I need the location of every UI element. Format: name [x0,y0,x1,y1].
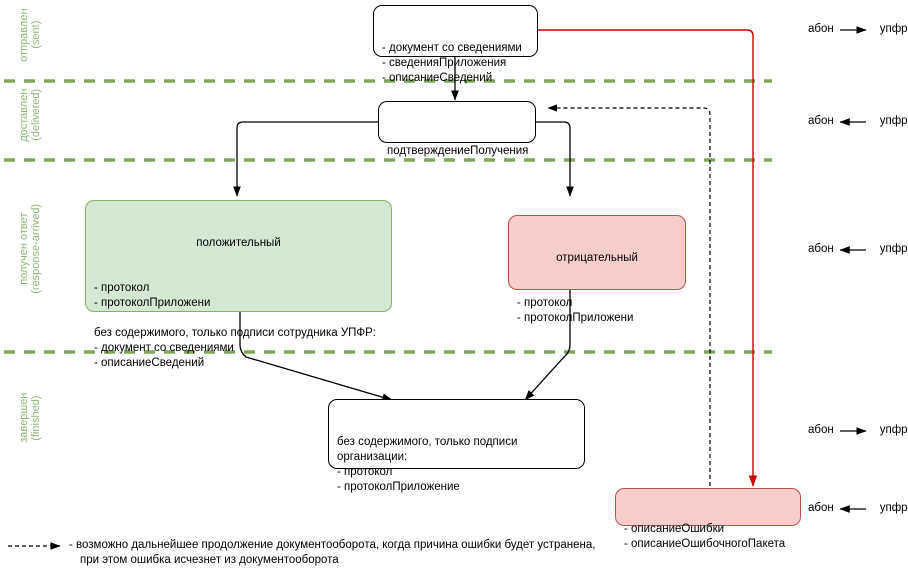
node-finished-protocol[interactable]: без содержимого, только подписи организа… [328,399,585,493]
node-positive[interactable]: положительный - протокол - протоколПрило… [85,200,392,369]
swimlane-label-finished-ru: завершен [18,392,30,443]
side-marker-response-right: упфр [879,243,908,255]
node-negative[interactable]: отрицательный - протокол - протоколПрило… [508,215,686,324]
edge-error-retry-dashed [547,104,711,493]
edge-positive-to-finished [239,312,393,401]
node-receipt-confirmation[interactable]: подтверждениеПолучения [378,101,536,157]
edge-confirmation-to-negative [536,121,574,197]
edge-sent-to-error-red [538,29,758,487]
side-marker-sent-left: абон [808,23,834,35]
arrow-right-icon [837,23,877,35]
side-marker-response: абон упфр [808,243,908,255]
arrow-left-icon [837,115,877,127]
swimlane-label-sent-ru: отправлен [18,8,30,62]
swimlane-label-finished: завершен (finished) [6,385,54,463]
node-receipt-confirmation-title: подтверждениеПолучения [387,145,529,157]
arrow-left-icon [837,243,877,255]
swimlane-label-delivered-en: (delivered) [30,88,42,141]
swimlane-label-delivered: доставлен (delivered) [6,88,54,154]
swimlane-label-finished-en: (finished) [30,395,42,441]
side-marker-arrows [839,26,867,513]
node-positive-lines: - протокол - протоколПриложени без содер… [94,282,376,369]
side-marker-delivered: абон упфр [808,115,908,127]
side-marker-delivered-right: упфр [879,115,908,127]
edge-negative-to-finished [524,290,571,401]
side-marker-finished: абон упфр [808,424,908,436]
node-negative-lines: - протокол - протоколПриложени [517,297,634,324]
swimlane-label-response-en: (response-arrived) [30,203,42,294]
node-sent-doc-lines: - документ со сведениями - сведенияПрило… [382,42,522,84]
swimlane-label-response-ru: получен ответ [18,212,30,285]
side-marker-finished-right: упфр [879,424,908,436]
arrow-right-icon [837,424,877,436]
node-error-lines: - описаниеОшибки - описаниеОшибочногоПак… [624,523,786,550]
side-marker-delivered-left: абон [808,115,834,127]
node-negative-title: отрицательный [556,252,638,264]
node-sent-doc[interactable]: - документ со сведениями - сведенияПрило… [373,5,538,84]
node-error[interactable]: - описаниеОшибки - описаниеОшибочногоПак… [615,488,801,550]
side-marker-error: абон упфр [808,502,908,514]
swimlane-label-sent-en: (sent) [30,20,42,49]
swimlane-dividers [4,79,772,354]
legend-line-2: при этом ошибка исчезнет из документообо… [80,554,339,566]
side-marker-error-right: упфр [879,502,908,514]
arrow-left-icon [837,502,877,514]
side-marker-error-left: абон [808,502,834,514]
node-finished-protocol-lines: без содержимого, только подписи организа… [337,436,518,493]
side-marker-response-left: абон [808,243,834,255]
swimlane-label-sent: отправлен (sent) [6,8,54,74]
side-marker-finished-left: абон [808,424,834,436]
side-marker-sent: абон упфр [808,23,908,35]
side-marker-sent-right: упфр [879,23,908,35]
legend-line-1: - возможно дальнейшее продолжение докуме… [69,539,596,551]
edge-confirmation-to-positive [233,121,378,197]
swimlane-label-response: получен ответ (response-arrived) [6,202,54,308]
swimlane-label-delivered-ru: доставлен [18,88,30,142]
node-positive-title: положительный [196,237,281,249]
